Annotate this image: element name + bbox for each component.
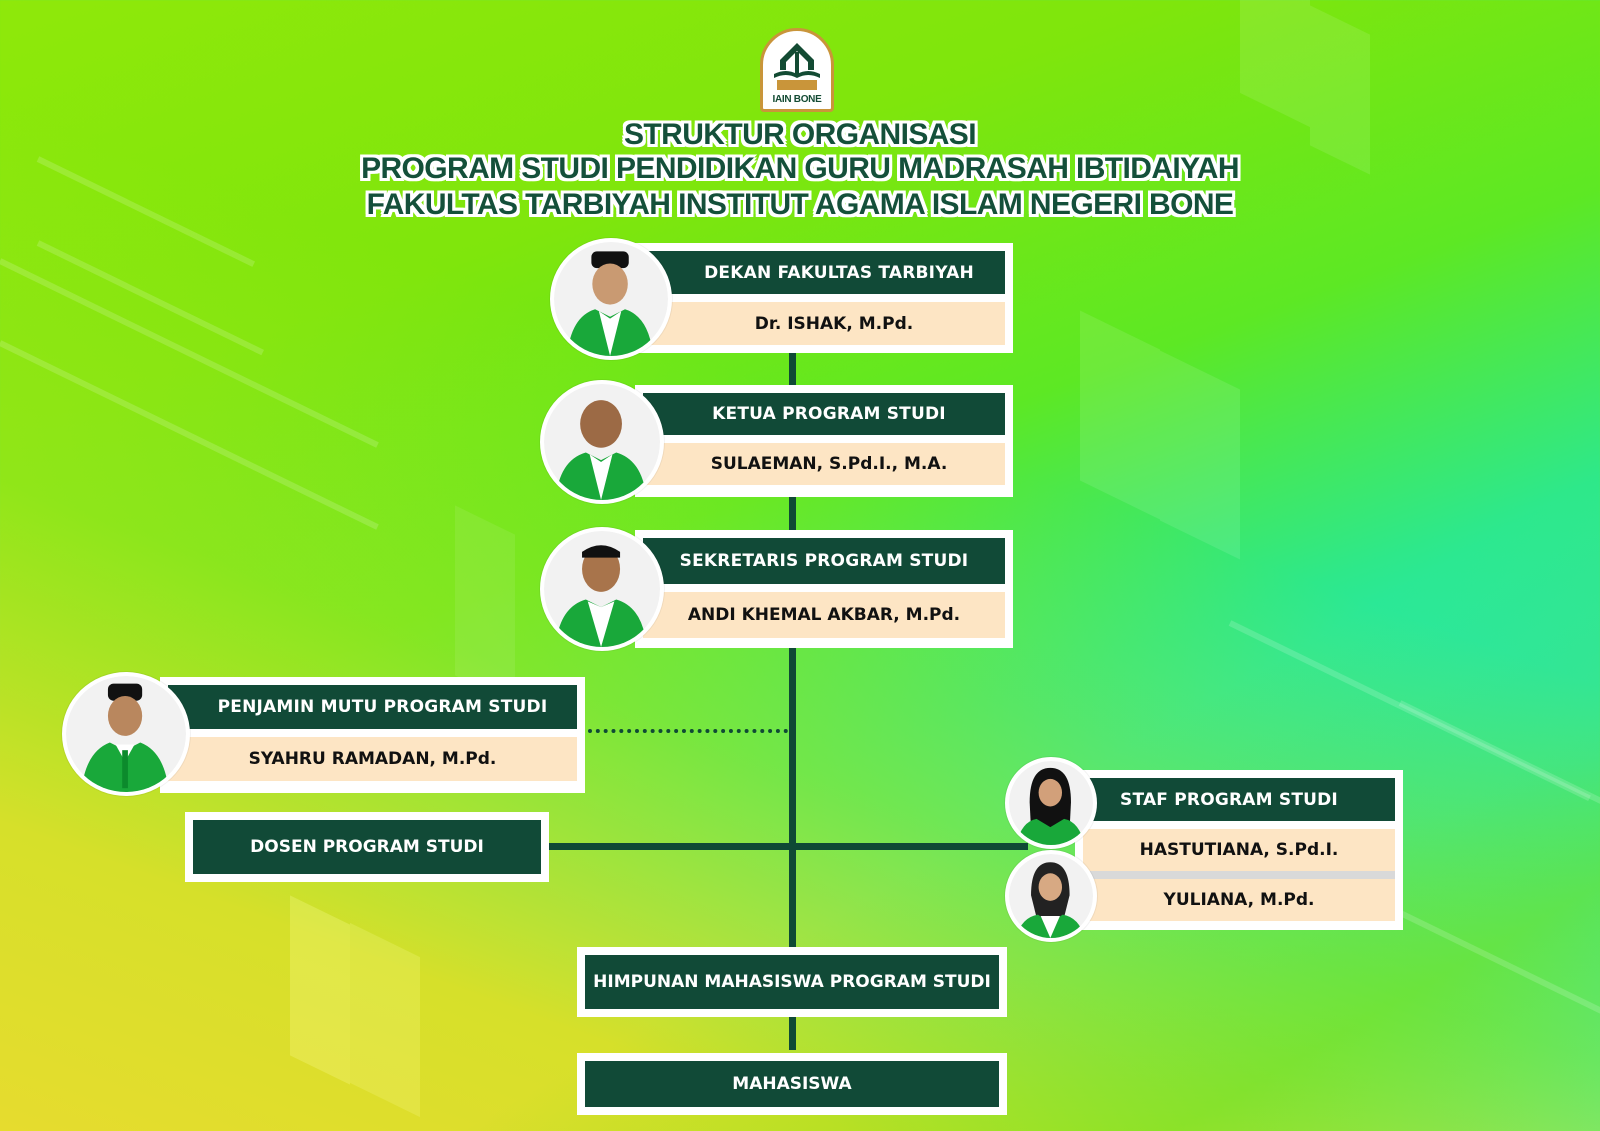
decor-panel: [1080, 310, 1160, 520]
page-title-line2: PROGRAM STUDI PENDIDIKAN GURU MADRASAH I…: [361, 152, 1239, 185]
person-photo-male-icon: [555, 400, 647, 500]
role-label: DEKAN FAKULTAS TARBIYAH: [643, 251, 1005, 294]
decor-panel: [290, 895, 350, 1085]
mosque-book-icon: [774, 43, 820, 90]
decor-panel: [350, 922, 420, 1118]
person-name: ANDI KHEMAL AKBAR, M.Pd.: [643, 592, 1005, 638]
decor-stripe: [36, 240, 265, 356]
member-separator: [1083, 871, 1395, 879]
node-staf[interactable]: STAF PROGRAM STUDI HASTUTIANA, S.Pd.I. Y…: [1075, 770, 1403, 930]
page-title-line1: STRUKTUR ORGANISASI: [624, 118, 977, 151]
role-label: DOSEN PROGRAM STUDI: [193, 820, 541, 874]
avatar-ketua: [540, 380, 664, 504]
decor-panel: [455, 505, 515, 705]
node-penjamin-mutu[interactable]: PENJAMIN MUTU PROGRAM STUDI SYAHRU RAMAD…: [160, 677, 585, 793]
person-name: SYAHRU RAMADAN, M.Pd.: [168, 737, 577, 781]
decor-stripe: [1378, 900, 1600, 1020]
institution-logo: IAIN BONE: [760, 28, 834, 112]
connector-vertical-main: [789, 350, 796, 1050]
decor-stripe: [0, 258, 379, 448]
person-name: Dr. ISHAK, M.Pd.: [643, 302, 1005, 345]
connector-dotted-penjamin-mutu: [588, 729, 788, 733]
avatar-staf-2: [1005, 850, 1097, 942]
role-label: MAHASISWA: [585, 1061, 999, 1107]
role-label: KETUA PROGRAM STUDI: [643, 393, 1005, 435]
node-ketua[interactable]: KETUA PROGRAM STUDI SULAEMAN, S.Pd.I., M…: [635, 385, 1013, 497]
node-sekretaris[interactable]: SEKRETARIS PROGRAM STUDI ANDI KHEMAL AKB…: [635, 530, 1013, 648]
connector-horizontal-dosen-staf: [548, 843, 1028, 850]
role-label: SEKRETARIS PROGRAM STUDI: [643, 538, 1005, 584]
logo-text: IAIN BONE: [772, 94, 822, 105]
decor-panel: [1240, 0, 1310, 128]
person-photo-male-peci-icon: [567, 251, 654, 356]
person-name-staf-2: YULIANA, M.Pd.: [1083, 879, 1395, 921]
person-name-staf-1: HASTUTIANA, S.Pd.I.: [1083, 829, 1395, 871]
decor-stripe: [1398, 700, 1600, 811]
role-label: PENJAMIN MUTU PROGRAM STUDI: [168, 685, 577, 729]
avatar-sekretaris: [540, 527, 664, 651]
decor-stripe: [0, 340, 379, 530]
person-photo-female-hijab-icon: [1015, 767, 1085, 845]
avatar-staf-1: [1005, 757, 1097, 849]
node-dekan[interactable]: DEKAN FAKULTAS TARBIYAH Dr. ISHAK, M.Pd.: [635, 243, 1013, 353]
node-himpunan[interactable]: HIMPUNAN MAHASISWA PROGRAM STUDI: [577, 947, 1007, 1017]
decor-panel: [1160, 350, 1240, 560]
person-name: SULAEMAN, S.Pd.I., M.A.: [643, 443, 1005, 485]
role-label: STAF PROGRAM STUDI: [1083, 778, 1395, 821]
avatar-penjamin-mutu: [62, 672, 190, 796]
node-dosen[interactable]: DOSEN PROGRAM STUDI: [185, 812, 549, 882]
person-photo-female-hijab-icon: [1015, 862, 1085, 938]
page-title-line3: FAKULTAS TARBIYAH INSTITUT AGAMA ISLAM N…: [366, 188, 1234, 221]
role-label: HIMPUNAN MAHASISWA PROGRAM STUDI: [585, 955, 999, 1009]
person-photo-male-icon: [555, 545, 647, 647]
avatar-dekan: [550, 238, 672, 360]
node-mahasiswa[interactable]: MAHASISWA: [577, 1053, 1007, 1115]
person-photo-male-peci-icon: [81, 683, 169, 792]
